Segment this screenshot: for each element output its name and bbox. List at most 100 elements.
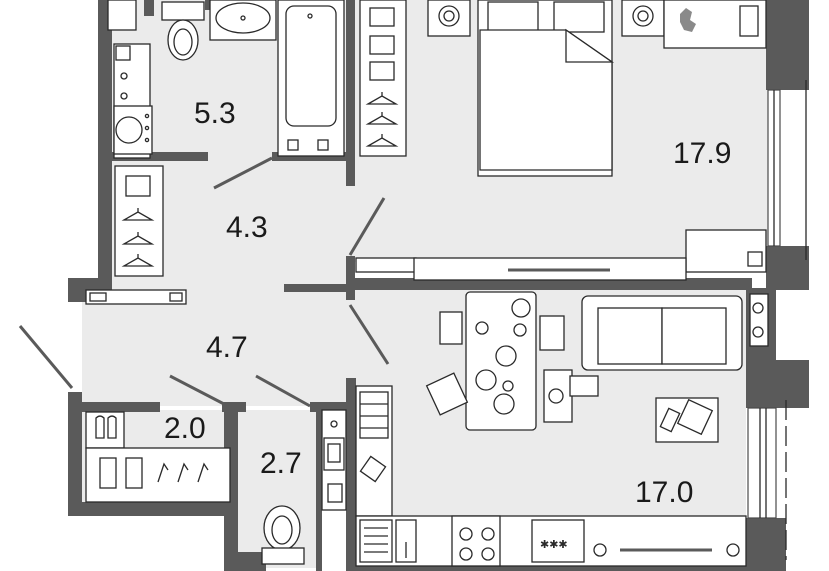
bathroom-fixtures	[107, 0, 345, 159]
wardrobe-item	[369, 7, 395, 27]
room-area-living-kitchen: 17.0	[635, 476, 693, 509]
living-door	[348, 304, 390, 365]
tv-stand	[355, 257, 417, 273]
wall	[112, 152, 208, 161]
room-area-hall-upper: 4.3	[226, 211, 268, 244]
plate-icon	[475, 321, 489, 335]
wall	[346, 0, 355, 186]
hanger-icon	[157, 462, 209, 483]
bathtub-inner	[285, 5, 337, 127]
sink-basin	[327, 443, 341, 463]
wall	[222, 402, 246, 412]
plate-icon	[502, 380, 514, 392]
book-icon	[659, 407, 681, 433]
doors	[18, 156, 390, 408]
bedroom-furniture	[355, 0, 767, 281]
tap-icon	[287, 139, 299, 151]
windows	[747, 80, 807, 560]
hanger-icon	[121, 208, 155, 221]
plate-icon	[513, 323, 527, 337]
wall	[98, 0, 112, 290]
wall	[746, 518, 786, 571]
slipper-icon	[95, 415, 105, 439]
chair-icon	[425, 372, 469, 416]
dish-rack	[359, 519, 393, 563]
tap-icon	[317, 139, 329, 151]
room-area-bathroom: 5.3	[194, 97, 236, 130]
closet-fixtures	[85, 411, 231, 503]
hanger-icon	[365, 92, 399, 105]
wall	[346, 256, 355, 300]
plate-icon	[495, 345, 517, 367]
toilet-door	[255, 374, 311, 408]
fridge-shelves	[359, 391, 389, 439]
wall	[224, 406, 238, 571]
knob-icon	[120, 92, 128, 100]
slipper-icon	[107, 415, 117, 439]
knob-icon	[726, 543, 740, 557]
toilet-bowl-icon	[167, 19, 199, 61]
oven-icon	[531, 519, 585, 563]
burner-icon	[459, 527, 473, 541]
washer-knob	[144, 113, 150, 119]
pillow	[487, 1, 539, 33]
walls	[68, 0, 809, 571]
washer-drum	[115, 116, 143, 144]
closet-door	[169, 374, 225, 406]
chair-icon	[539, 315, 565, 351]
room-area-hall-lower: 4.7	[206, 331, 248, 364]
washer-knob	[144, 137, 150, 143]
lamp-inner	[637, 10, 649, 22]
washer-knob	[144, 125, 150, 131]
toilet-seat	[173, 28, 193, 56]
wall	[284, 284, 352, 292]
bathroom-door	[213, 156, 273, 190]
plant-icon	[680, 8, 696, 32]
sofa-seat	[597, 307, 663, 365]
wall	[352, 278, 752, 290]
wall	[68, 402, 160, 412]
bin-icon	[327, 483, 343, 503]
shelf-item	[169, 292, 183, 302]
oven-display: ✱✱✱	[540, 538, 568, 551]
lamp-inner	[443, 10, 455, 22]
room-area-entry-closet: 2.0	[164, 412, 206, 445]
kitchen-sink-icon	[395, 519, 417, 563]
pillow	[553, 1, 605, 33]
wardrobe-item	[99, 457, 117, 489]
entrance-door	[18, 325, 74, 389]
room-labels: 5.3 4.3 4.7 2.0 2.7 17.9 17.0	[164, 97, 731, 509]
hall-lower-floor	[82, 288, 354, 406]
hanger-icon	[365, 112, 399, 125]
cabinet	[107, 0, 137, 31]
hanger-icon	[121, 254, 155, 267]
toilet-seat	[271, 515, 293, 545]
shoe-shelf	[85, 289, 187, 305]
lamp-icon	[752, 302, 764, 314]
shelf-item	[89, 292, 107, 302]
burner-icon	[481, 527, 495, 541]
book-icon	[676, 398, 714, 436]
wall	[766, 0, 809, 90]
sofa-seat	[661, 307, 727, 365]
drain-icon	[307, 13, 313, 19]
bedroom-door	[348, 197, 386, 256]
room-area-bedroom: 17.9	[673, 137, 731, 170]
knob-icon	[593, 543, 607, 557]
living-window	[747, 407, 777, 519]
wall	[310, 402, 352, 412]
lamp-icon	[752, 326, 764, 338]
wardrobe-item	[125, 175, 151, 197]
small-cabinet	[115, 45, 131, 61]
knob-icon	[330, 420, 338, 428]
blanket	[479, 29, 613, 171]
wardrobe-item	[369, 35, 395, 55]
toilet-tank	[261, 547, 305, 565]
wall	[346, 378, 356, 571]
shoe-rack	[85, 411, 125, 449]
sink-drain	[240, 15, 246, 21]
hall-wardrobe	[85, 165, 187, 305]
burner-icon	[481, 547, 495, 561]
armchair-back	[569, 375, 599, 397]
